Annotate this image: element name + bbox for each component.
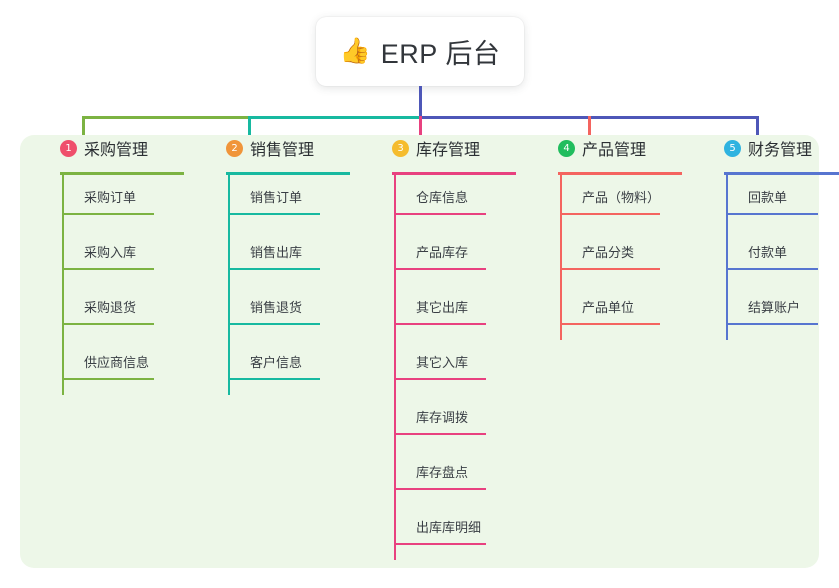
leaf-item-rule [62, 213, 154, 215]
leaf-item-rule [228, 213, 320, 215]
leaf-item-label: 产品（物料） [582, 190, 661, 205]
leaf-item-label: 仓库信息 [416, 190, 469, 205]
leaf-item-label: 出库库明细 [416, 520, 482, 535]
leaf-item-label: 回款单 [748, 190, 788, 205]
leaf-item-rule [228, 378, 320, 380]
category-column-1: 1 采购管理采购订单采购入库采购退货供应商信息 [42, 135, 184, 395]
category-title: 采购管理 [84, 142, 149, 159]
leaf-item-rule [560, 213, 660, 215]
leaf-item-rule [62, 323, 154, 325]
leaf-item-rule [726, 323, 818, 325]
category-underline [392, 172, 516, 175]
bus-drop-4 [588, 116, 591, 138]
leaf-item-rule [394, 433, 486, 435]
leaf-item-label: 产品库存 [416, 245, 469, 260]
leaf-item-rule [560, 323, 660, 325]
category-underline [60, 172, 184, 175]
bus-drop-3 [419, 116, 422, 138]
leaf-item-rule [726, 268, 818, 270]
category-underline [558, 172, 682, 175]
leaf-item-rule [726, 213, 818, 215]
number-badge-icon: 1 [60, 139, 77, 157]
leaf-item-rule [62, 378, 154, 380]
leaf-item-label: 采购订单 [84, 190, 137, 205]
leaf-item-label: 付款单 [748, 245, 788, 260]
category-spine [560, 175, 562, 340]
leaf-item-label: 采购退货 [84, 300, 137, 315]
leaf-item-label: 库存盘点 [416, 465, 469, 480]
leaf-item-rule [394, 488, 486, 490]
category-spine [62, 175, 64, 395]
bus-drop-1 [82, 116, 85, 138]
category-column-4: 4 产品管理产品（物料） 产品分类产品单位 [540, 135, 682, 340]
leaf-item-rule [228, 323, 320, 325]
leaf-item-rule [394, 378, 486, 380]
leaf-item-label: 产品单位 [582, 300, 635, 315]
category-title: 财务管理 [748, 142, 813, 159]
category-column-5: 5 财务管理回款单付款单结算账户 [706, 135, 839, 340]
category-underline [724, 172, 839, 175]
category-column-3: 3 库存管理仓库信息产品库存其它出库其它入库库存调拨库存盘点出库库明细 [374, 135, 516, 560]
leaf-item-label: 销售出库 [250, 245, 303, 260]
number-badge-icon: 2 [226, 139, 243, 157]
number-badge-icon: 4 [558, 139, 575, 157]
leaf-item-rule [394, 323, 486, 325]
category-column-2: 2 销售管理销售订单销售出库销售退货客户信息 [208, 135, 350, 395]
leaf-item-rule [394, 543, 486, 545]
leaf-item-label: 库存调拨 [416, 410, 469, 425]
diagram-panel: 1 采购管理采购订单采购入库采购退货供应商信息 2 销售管理销售订单销售出库销售退货客… [20, 135, 839, 568]
leaf-item-rule [62, 268, 154, 270]
leaf-item-label: 其它入库 [416, 355, 469, 370]
category-header-1[interactable]: 1 采购管理 [42, 135, 148, 161]
category-underline [226, 172, 350, 175]
leaf-item-rule [228, 268, 320, 270]
category-title: 销售管理 [250, 142, 315, 159]
category-header-4[interactable]: 4 产品管理 [540, 135, 646, 161]
leaf-item-label: 产品分类 [582, 245, 635, 260]
leaf-item-label: 结算账户 [748, 300, 801, 315]
leaf-item-label: 客户信息 [250, 355, 303, 370]
category-spine [228, 175, 230, 395]
bus-segment-2 [248, 116, 419, 119]
leaf-item-label: 采购入库 [84, 245, 137, 260]
root-node[interactable]: 👍 ERP 后台 [316, 17, 524, 86]
category-header-3[interactable]: 3 库存管理 [374, 135, 480, 161]
category-spine [726, 175, 728, 340]
number-badge-icon: 5 [724, 139, 741, 157]
bus-drop-5 [756, 116, 759, 138]
number-badge-icon: 3 [392, 139, 409, 157]
category-spine [394, 175, 396, 560]
category-header-2[interactable]: 2 销售管理 [208, 135, 314, 161]
bus-drop-2 [248, 116, 251, 138]
bus-segment-1 [82, 116, 248, 119]
leaf-item-rule [394, 213, 486, 215]
leaf-item-rule [560, 268, 660, 270]
leaf-item-rule [394, 268, 486, 270]
category-title: 产品管理 [582, 142, 647, 159]
category-title: 库存管理 [416, 142, 481, 159]
leaf-item-label: 其它出库 [416, 300, 469, 315]
thumbs-up-icon: 👍 [339, 37, 371, 65]
root-title: ERP 后台 [380, 39, 501, 69]
leaf-item-label: 销售退货 [250, 300, 303, 315]
leaf-item-label: 供应商信息 [84, 355, 150, 370]
category-header-5[interactable]: 5 财务管理 [706, 135, 812, 161]
root-stem-connector [419, 86, 422, 116]
leaf-item-label: 销售订单 [250, 190, 303, 205]
